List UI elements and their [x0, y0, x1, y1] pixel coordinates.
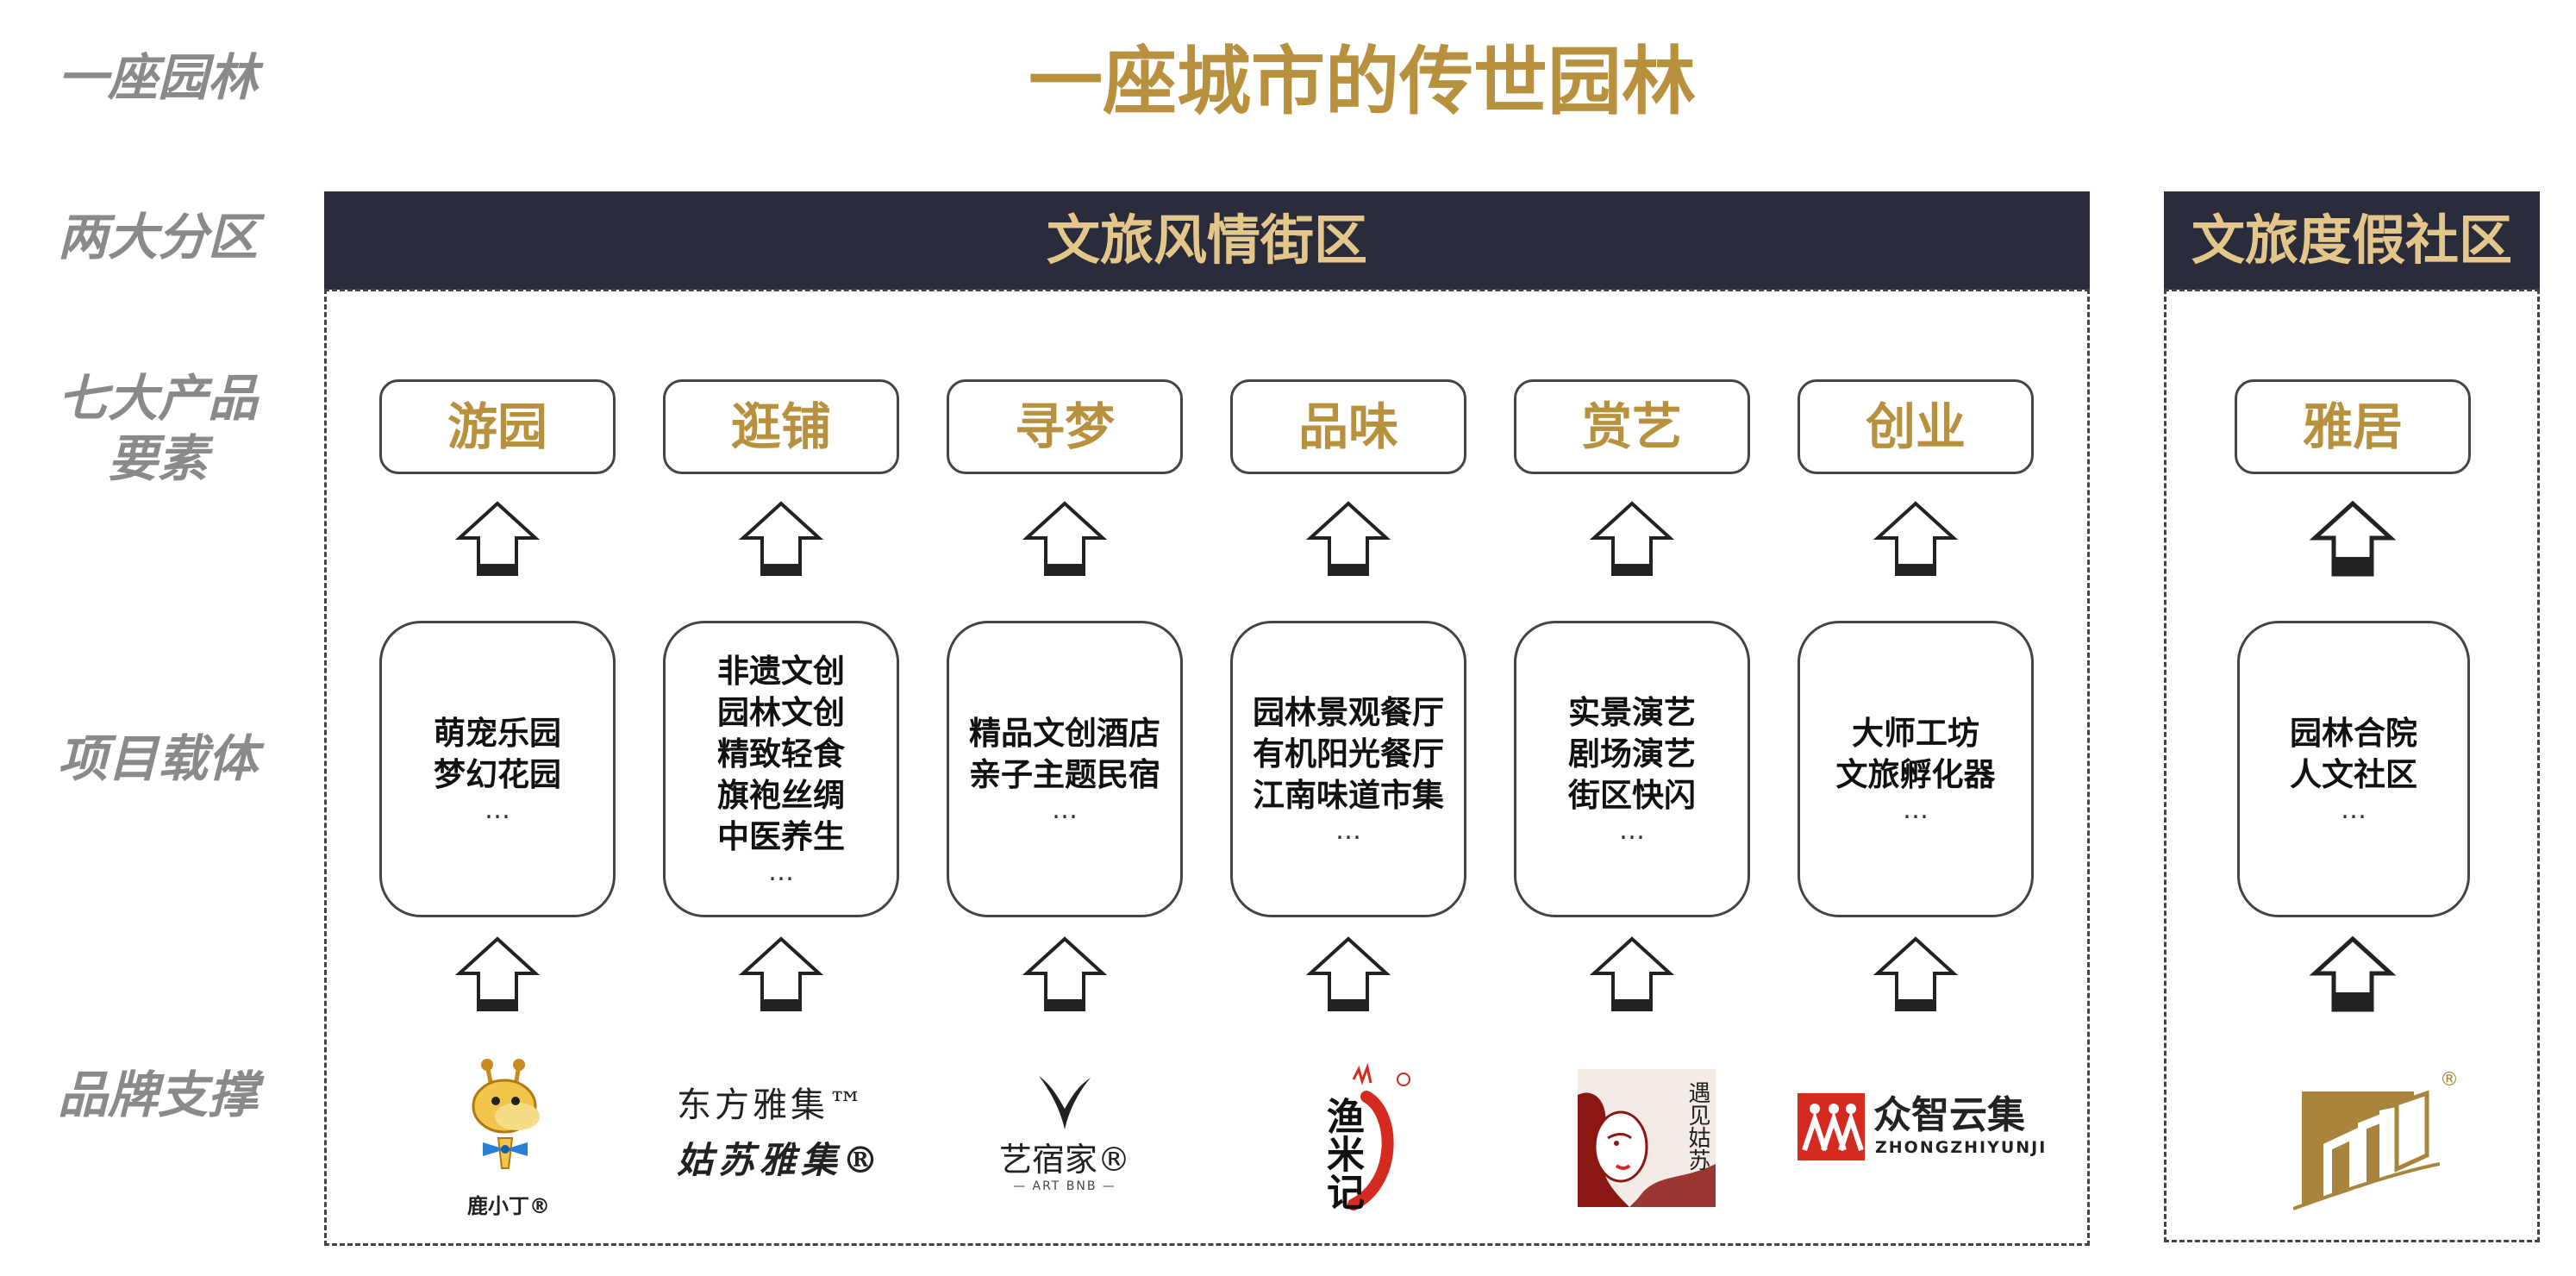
page-title: 一座城市的传世园林 [1029, 39, 1696, 125]
carrier-box-chuangye: 大师工坊 文旅孵化器 … [1798, 621, 2034, 917]
opera-face-icon [1578, 1092, 1716, 1207]
carrier-box-guangpu: 非遗文创 园林文创 精致轻食 旗袍丝绸 中医养生 … [663, 621, 899, 917]
element-box-guangpu: 逛铺 [663, 379, 899, 474]
up-arrow-icon [454, 501, 541, 576]
logo-yujiangusu: 遇见姑苏 [1578, 1069, 1716, 1207]
luxiaoding-text: 鹿小丁® [467, 1194, 550, 1218]
row-label-elements-line1: 七大产品 [57, 369, 258, 428]
zhongzhi-cn-text: 众智云集 [1873, 1093, 2025, 1137]
logo-yisujia: 艺宿家® — ART BNB — [996, 1067, 1134, 1205]
yisujia-text: 艺宿家® [998, 1141, 1130, 1179]
row-label-garden: 一座园林 [57, 48, 258, 107]
registered-mark: ® [2440, 1069, 2459, 1091]
up-arrow-icon [1873, 936, 1959, 1011]
dongfang-text: 东方雅集™ [677, 1085, 866, 1125]
giraffe-icon [472, 1059, 540, 1169]
carrier-line: 园林合院 [2290, 715, 2417, 752]
carrier-line: 人文社区 [2290, 756, 2417, 793]
logo-luxiaoding: 鹿小丁® [448, 1056, 569, 1220]
carrier-line: 园林文创 [717, 694, 845, 731]
carrier-box-pinwei: 园林景观餐厅 有机阳光餐厅 江南味道市集 … [1230, 621, 1466, 917]
element-box-pinwei: 品味 [1230, 379, 1466, 474]
carrier-line: 旗袍丝绸 [717, 777, 845, 814]
carrier-line: 萌宠乐园 [434, 715, 561, 752]
row-label-brands: 品牌支撑 [57, 1066, 258, 1124]
carrier-box-youyuan: 萌宠乐园 梦幻花园 … [379, 621, 616, 917]
logo-resort-building: ® [2292, 1069, 2466, 1216]
carrier-line: 大师工坊 [1852, 715, 1979, 752]
carrier-box-xunmeng: 精品文创酒店 亲子主题民宿 … [947, 621, 1183, 917]
row-label-elements: 七大产品 要素 [16, 368, 300, 489]
up-arrow-icon [1022, 501, 1108, 576]
yujiangusu-text: 遇见姑苏 [1685, 1081, 1710, 1171]
bird-wing-icon [1039, 1076, 1091, 1129]
carrier-line: 有机阳光餐厅 [1253, 735, 1444, 772]
yumiji-seal-icon [1347, 1062, 1410, 1210]
carrier-line: 非遗文创 [717, 653, 845, 690]
carrier-line: 梦幻花园 [434, 756, 561, 793]
gusu-text: 姑苏雅集® [677, 1139, 885, 1181]
logo-zhongzhiyunji: 众智云集 ZHONGZHIYUNJI [1798, 1093, 2045, 1162]
zone-frame-resort [2164, 289, 2540, 1242]
carrier-line: 剧场演艺 [1568, 735, 1696, 772]
logo-dongfangyaji: 东方雅集™ 姑苏雅集® [677, 1078, 884, 1198]
carrier-line: 江南味道市集 [1253, 777, 1444, 814]
up-arrow-icon [1022, 936, 1108, 1011]
zone-frame-street [324, 289, 2090, 1246]
up-arrow-icon [1589, 936, 1675, 1011]
zhongzhi-en-text: ZHONGZHIYUNJI [1875, 1138, 2048, 1157]
carrier-ellipsis: … [485, 795, 510, 825]
yisujia-sub: — ART BNB — [1013, 1179, 1116, 1193]
element-box-yaju: 雅居 [2235, 379, 2471, 474]
carrier-line: 精品文创酒店 [969, 715, 1160, 752]
element-box-shangyi: 赏艺 [1514, 379, 1750, 474]
carrier-line: 园林景观餐厅 [1253, 694, 1444, 731]
up-arrow-icon [1305, 501, 1391, 576]
up-arrow-icon [1873, 501, 1959, 576]
carrier-line: 中医养生 [717, 818, 845, 855]
building-icon [2292, 1090, 2441, 1210]
carrier-ellipsis: … [1619, 816, 1645, 846]
carrier-line: 精致轻食 [717, 735, 845, 772]
element-box-xunmeng: 寻梦 [947, 379, 1183, 474]
carrier-ellipsis: … [1903, 795, 1929, 825]
up-arrow-icon [2310, 500, 2396, 577]
up-arrow-icon [738, 936, 824, 1011]
logo-yumiji: 渔米记 [1285, 1062, 1414, 1217]
up-arrow-icon [1305, 936, 1391, 1011]
element-box-youyuan: 游园 [379, 379, 616, 474]
zhongzhi-mark-icon [1798, 1093, 1865, 1160]
zone-header-resort: 文旅度假社区 [2164, 191, 2540, 290]
carrier-ellipsis: … [2341, 795, 2367, 825]
row-label-projects: 项目载体 [57, 729, 258, 788]
carrier-line: 实景演艺 [1568, 694, 1696, 731]
carrier-line: 文旅孵化器 [1835, 756, 1996, 793]
carrier-line: 亲子主题民宿 [969, 756, 1160, 793]
carrier-ellipsis: … [768, 857, 794, 887]
zone-header-street: 文旅风情街区 [324, 191, 2090, 290]
row-label-zones: 两大分区 [57, 208, 258, 266]
element-box-chuangye: 创业 [1798, 379, 2034, 474]
up-arrow-icon [2310, 935, 2396, 1012]
carrier-ellipsis: … [1052, 795, 1078, 825]
carrier-ellipsis: … [1335, 816, 1361, 846]
carrier-box-yaju: 园林合院 人文社区 … [2237, 621, 2470, 917]
row-label-elements-line2: 要素 [107, 429, 208, 488]
carrier-line: 街区快闪 [1568, 777, 1696, 814]
up-arrow-icon [738, 501, 824, 576]
yumiji-text: 渔米记 [1320, 1097, 1364, 1210]
carrier-box-shangyi: 实景演艺 剧场演艺 街区快闪 … [1514, 621, 1750, 917]
up-arrow-icon [1589, 501, 1675, 576]
up-arrow-icon [454, 936, 541, 1011]
